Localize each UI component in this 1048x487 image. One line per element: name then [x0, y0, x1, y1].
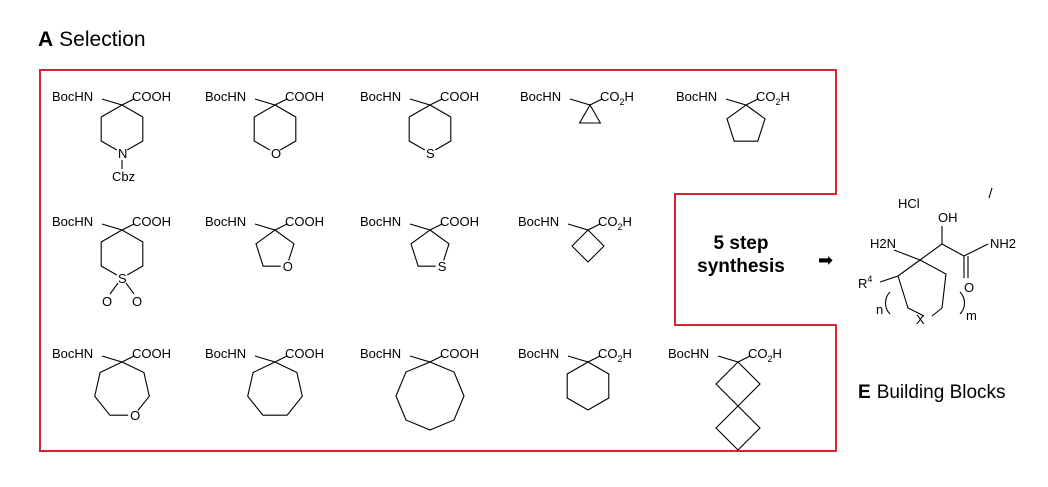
bochn-label: BocHN — [668, 346, 709, 361]
molecule-thiane: BocHN COOH S — [360, 89, 479, 161]
molecule-spiro-cyclobutane: BocHN CO2H — [668, 346, 782, 451]
callout-line-1: 5 step — [713, 233, 769, 254]
bochn-label: BocHN — [205, 346, 246, 361]
acid-label: CO2H — [598, 346, 632, 364]
molecule-piperidine: BocHN COOH N Cbz — [52, 89, 171, 184]
hetero-atom-label: O — [283, 259, 293, 274]
acid-label: COOH — [440, 346, 479, 361]
ring-bonds — [578, 103, 602, 124]
bochn-label: BocHN — [676, 89, 717, 104]
amide-nitrogen-label: NH2 — [990, 236, 1016, 251]
salt-label: HCl — [898, 196, 920, 211]
n-index-label: n — [876, 302, 883, 317]
r-group-label: R4 — [858, 274, 872, 291]
acid-label: COOH — [285, 89, 324, 104]
hetero-atom-label: O — [271, 146, 281, 161]
hetero-atom-label: S — [438, 259, 447, 274]
amine-label: H2N — [870, 236, 896, 251]
hetero-atom-label: N — [118, 146, 127, 161]
molecule-thiane-dioxide: BocHN COOH SO O — [52, 214, 171, 309]
ring-bonds — [566, 361, 610, 411]
reaction-arrow-icon: ➡ — [818, 250, 834, 270]
bochn-label: BocHN — [360, 214, 401, 229]
bochn-label: BocHN — [520, 89, 561, 104]
hetero-atom-label: O — [130, 408, 140, 423]
hetero-atom-label: S — [118, 271, 127, 286]
carbonyl-oxygen-label: O — [964, 280, 974, 295]
molecule-oxepane: BocHN COOH O — [52, 346, 171, 423]
hetero-atom-label: S — [426, 146, 435, 161]
panel-title-selection: Selection — [59, 28, 146, 51]
ring-bonds — [571, 229, 605, 263]
molecule-cycloheptane: BocHN COOH — [205, 346, 324, 416]
acid-label: CO2H — [600, 89, 634, 107]
acid-label: COOH — [285, 346, 324, 361]
synthesis-callout: 5 step synthesis — [686, 232, 796, 278]
molecule-oxolane: BocHN COOH O — [205, 214, 324, 274]
bochn-label: BocHN — [205, 214, 246, 229]
acid-label: COOH — [132, 346, 171, 361]
acid-label: COOH — [285, 214, 324, 229]
ring-bonds — [410, 229, 450, 267]
hydroxyl-label: OH — [938, 210, 958, 225]
building-block-structure: HCl OH H2N NH2 O R4 n m X — [858, 187, 1016, 327]
ring-bonds — [255, 229, 295, 267]
bochn-label: BocHN — [518, 214, 559, 229]
bochn-label: BocHN — [52, 89, 93, 104]
panel-letter-e: E — [858, 382, 871, 403]
bochn-label: BocHN — [52, 346, 93, 361]
bochn-label: BocHN — [518, 346, 559, 361]
acid-label: COOH — [440, 214, 479, 229]
ring-bonds — [726, 104, 766, 142]
molecule-cyclopentane: BocHN CO2H — [676, 89, 790, 142]
ring-bonds — [247, 361, 303, 416]
molecule-cyclooctane: BocHN COOH — [360, 346, 479, 431]
acid-label: COOH — [440, 89, 479, 104]
cbz-label: Cbz — [112, 169, 135, 184]
acid-label: CO2H — [756, 89, 790, 107]
molecule-oxane: BocHN COOH O — [205, 89, 324, 161]
acid-label: COOH — [132, 214, 171, 229]
ring-bonds — [395, 361, 465, 431]
bochn-label: BocHN — [205, 89, 246, 104]
ring-bonds — [94, 361, 150, 416]
panel-title-building-blocks: Building Blocks — [876, 382, 1006, 403]
molecule-cyclobutane: BocHN CO2H — [518, 214, 632, 263]
panel-letter-a: A — [38, 28, 54, 51]
sulfonyl-o-right: O — [132, 294, 142, 309]
x-atom-label: X — [916, 312, 925, 327]
bochn-label: BocHN — [360, 346, 401, 361]
acid-label: CO2H — [598, 214, 632, 232]
bochn-label: BocHN — [52, 214, 93, 229]
molecule-cyclopropane: BocHN CO2H — [520, 89, 634, 124]
sulfonyl-o-left: O — [102, 294, 112, 309]
acid-label: CO2H — [748, 346, 782, 364]
molecule-thiolane: BocHN COOH S — [360, 214, 479, 274]
product-bonds — [879, 187, 993, 317]
callout-line-2: synthesis — [697, 256, 785, 277]
m-index-label: m — [966, 308, 977, 323]
molecule-cyclohexane: BocHN CO2H — [518, 346, 632, 411]
acid-label: COOH — [132, 89, 171, 104]
bochn-label: BocHN — [360, 89, 401, 104]
